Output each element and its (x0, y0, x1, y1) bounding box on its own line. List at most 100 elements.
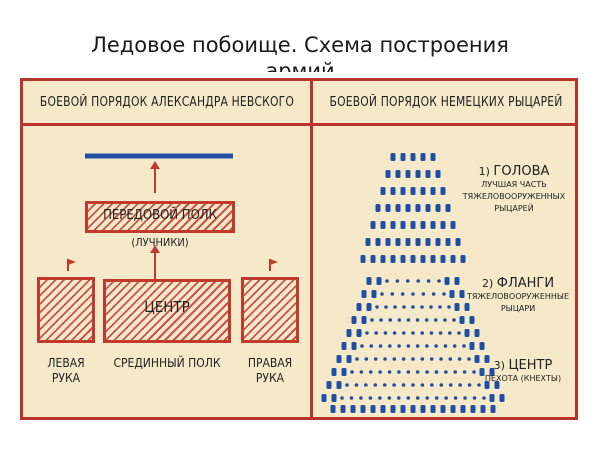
infantry-mark (426, 279, 431, 283)
infantry-mark (416, 279, 421, 283)
knight-mark (410, 153, 416, 161)
infantry-mark (355, 357, 359, 361)
infantry-mark (392, 331, 397, 335)
knight-mark (326, 381, 332, 389)
knight-mark (484, 355, 490, 363)
infantry-mark (458, 383, 462, 387)
infantry-mark (388, 344, 392, 348)
knight-mark (450, 221, 456, 229)
infantry-mark (443, 318, 447, 322)
knight-mark (375, 204, 381, 212)
panel-divider (310, 81, 313, 417)
knight-mark (469, 342, 475, 350)
knight-mark (440, 187, 446, 195)
legend-flanks: 2) ФЛАНГИ ТЯЖЕЛОВООРУЖЕННЫЕ РЫЦАРИ (466, 276, 570, 314)
knight-mark (454, 303, 460, 311)
knight-mark (385, 238, 391, 246)
knight-mark (444, 277, 450, 285)
knight-mark (405, 204, 411, 212)
knight-mark (435, 204, 441, 212)
knight-mark (360, 405, 366, 413)
knight-mark (420, 187, 426, 195)
infantry-mark (402, 331, 406, 335)
header-divider (23, 123, 575, 126)
left-wing-box (37, 277, 95, 343)
knight-mark (410, 221, 416, 229)
knight-mark (450, 255, 456, 263)
infantry-mark (373, 357, 378, 361)
vanguard-label: ПЕРЕДОВОЙ ПОЛК (103, 208, 217, 223)
vanguard-box: ПЕРЕДОВОЙ ПОЛК (85, 201, 235, 233)
left-wing-label: ЛЕВАЯ РУКА (47, 356, 85, 385)
center-label: ЦЕНТР (144, 298, 190, 316)
knight-mark (365, 238, 371, 246)
infantry-mark (439, 357, 443, 361)
infantry-mark (383, 331, 388, 335)
right-wing-label: ПРАВАЯ РУКА (247, 356, 293, 385)
knight-mark (390, 255, 396, 263)
knight-mark (331, 394, 337, 402)
infantry-mark (402, 305, 406, 309)
knight-mark (450, 405, 456, 413)
knight-mark (385, 170, 391, 178)
infantry-mark (433, 318, 438, 322)
infantry-mark (395, 279, 400, 283)
vanguard-arrowhead (150, 161, 160, 169)
infantry-mark (385, 279, 389, 283)
knight-mark (371, 290, 377, 298)
infantry-mark (368, 370, 373, 374)
vanguard-note: (ЛУЧНИКИ) (131, 236, 189, 249)
knight-mark (459, 316, 465, 324)
german-wedge-formation (321, 153, 505, 413)
knight-mark (390, 405, 396, 413)
knight-mark (356, 303, 362, 311)
infantry-mark (429, 305, 433, 309)
knight-mark (474, 329, 480, 337)
knight-mark (370, 221, 376, 229)
right-panel-header: БОЕВОЙ ПОРЯДОК НЕМЕЦКИХ РЫЦАРЕЙ (329, 95, 563, 110)
knight-mark (415, 238, 421, 246)
infantry-mark (431, 292, 436, 296)
infantry-mark (482, 396, 486, 400)
legend-head: 1) ГОЛОВА ЛУЧШАЯ ЧАСТЬ ТЯЖЕЛОВООРУЖЕННЫХ… (462, 164, 566, 214)
infantry-mark (472, 396, 477, 400)
infantry-mark (452, 344, 457, 348)
infantry-mark (439, 383, 444, 387)
knight-mark (331, 368, 337, 376)
infantry-mark (406, 279, 410, 283)
knight-mark (430, 153, 436, 161)
infantry-mark (368, 396, 373, 400)
knight-mark (435, 238, 441, 246)
knight-mark (361, 316, 367, 324)
infantry-mark (462, 370, 467, 374)
infantry-mark (392, 357, 397, 361)
knight-mark (430, 405, 436, 413)
knight-mark (470, 405, 476, 413)
knight-mark (380, 405, 386, 413)
infantry-mark (406, 370, 411, 374)
infantry-mark (370, 318, 374, 322)
knight-mark (440, 405, 446, 413)
infantry-mark (392, 383, 396, 387)
knight-mark (479, 342, 485, 350)
knight-mark (445, 238, 451, 246)
infantry-mark (359, 370, 364, 374)
knight-mark (351, 342, 357, 350)
knight-mark (440, 255, 446, 263)
infantry-mark (364, 383, 368, 387)
knight-mark (395, 170, 401, 178)
infantry-mark (378, 344, 383, 348)
knight-mark (400, 187, 406, 195)
knight-mark (385, 204, 391, 212)
knight-mark (449, 290, 455, 298)
infantry-mark (406, 396, 411, 400)
infantry-mark (383, 357, 387, 361)
infantry-mark (420, 331, 425, 335)
knight-mark (376, 277, 382, 285)
knight-mark (420, 405, 426, 413)
infantry-mark (438, 331, 443, 335)
knight-mark (375, 238, 381, 246)
infantry-mark (374, 331, 379, 335)
infantry-mark (472, 370, 476, 374)
infantry-mark (379, 318, 383, 322)
